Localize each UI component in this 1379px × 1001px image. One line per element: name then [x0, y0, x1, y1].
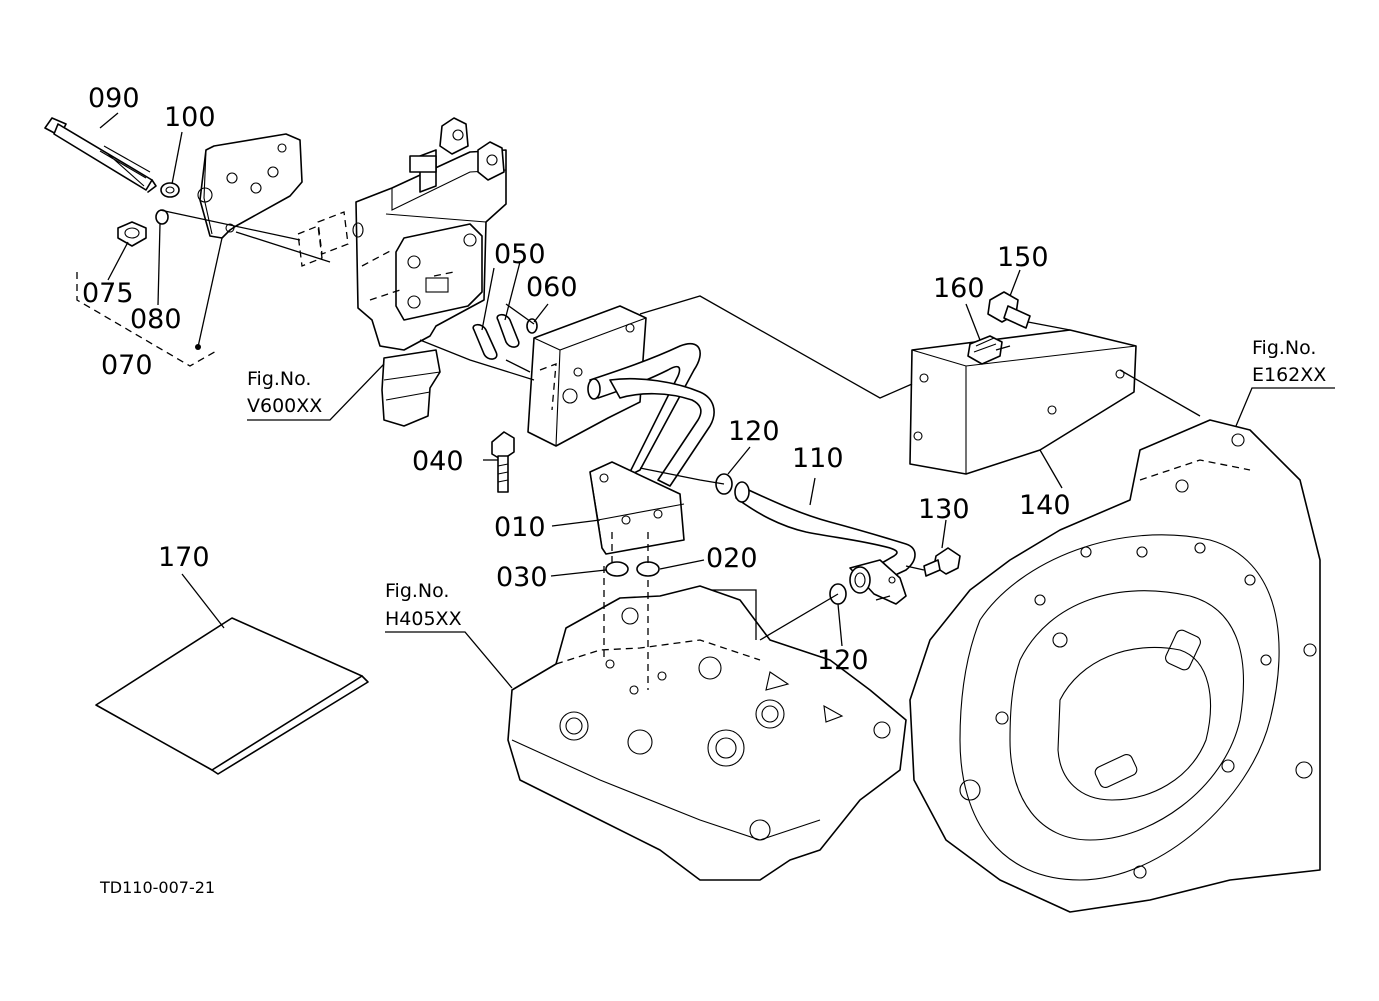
- callout-140: 140: [1019, 490, 1071, 521]
- valve-cover-plate: [197, 133, 303, 239]
- callout-160: 160: [933, 273, 985, 304]
- figref-v600-code: V600XX: [247, 395, 322, 417]
- part-030-oring: [605, 561, 629, 577]
- callout-110: 110: [792, 443, 844, 474]
- part-120-oring-upper: [715, 473, 733, 495]
- transmission-case: [909, 419, 1321, 913]
- callout-080: 080: [130, 304, 182, 335]
- figref-e162-prefix: Fig.No.: [1252, 337, 1316, 359]
- callout-070: 070: [101, 350, 153, 381]
- figref-e162-code: E162XX: [1252, 364, 1326, 386]
- part-100-washer: [160, 182, 180, 198]
- control-valve-assembly: [355, 117, 507, 427]
- group-070-outline: [76, 272, 219, 367]
- callout-150: 150: [997, 242, 1049, 273]
- callout-120-lower: 120: [817, 645, 869, 676]
- part-060-oring: [526, 318, 538, 334]
- part-140-bracket: [909, 329, 1137, 475]
- callout-120-upper: 120: [728, 416, 780, 447]
- callout-060: 060: [526, 272, 578, 303]
- part-090-bolt: [44, 117, 157, 193]
- callout-030: 030: [496, 562, 548, 593]
- part-075-plug: [117, 221, 147, 247]
- callout-040: 040: [412, 446, 464, 477]
- part-010-block: [589, 461, 685, 566]
- hydraulic-housing: [507, 585, 907, 881]
- figref-v600-prefix: Fig.No.: [247, 368, 311, 390]
- callout-130: 130: [918, 494, 970, 525]
- part-110-pipe: [734, 481, 916, 605]
- document-id: TD110-007-21: [99, 878, 215, 897]
- part-020-oring: [636, 561, 660, 577]
- part-170-document: [95, 617, 369, 775]
- callout-075: 075: [82, 278, 134, 309]
- callout-010: 010: [494, 512, 546, 543]
- figure-references: Fig.No. V600XX Fig.No. H405XX Fig.No. E1…: [247, 337, 1326, 630]
- valve-gaskets: [297, 211, 364, 267]
- part-080-oring: [155, 209, 169, 225]
- callout-100: 100: [164, 102, 216, 133]
- callouts: 090 100 075 080 070 050 060 040 010 030 …: [82, 83, 1071, 676]
- part-040-bolt: [491, 431, 515, 493]
- callout-090: 090: [88, 83, 140, 114]
- manifold-block: [527, 305, 647, 447]
- part-130-bolt: [923, 547, 961, 577]
- callout-050: 050: [494, 239, 546, 270]
- figref-h405-prefix: Fig.No.: [385, 580, 449, 602]
- part-150-bolt: [987, 291, 1031, 329]
- callout-leaders: [99, 112, 1335, 689]
- part-050-orings: [472, 313, 520, 360]
- callout-170: 170: [158, 542, 210, 573]
- callout-020: 020: [706, 543, 758, 574]
- part-160-bolt: [967, 335, 1003, 365]
- figref-h405-code: H405XX: [385, 608, 462, 630]
- assembly-lines: [159, 209, 1201, 690]
